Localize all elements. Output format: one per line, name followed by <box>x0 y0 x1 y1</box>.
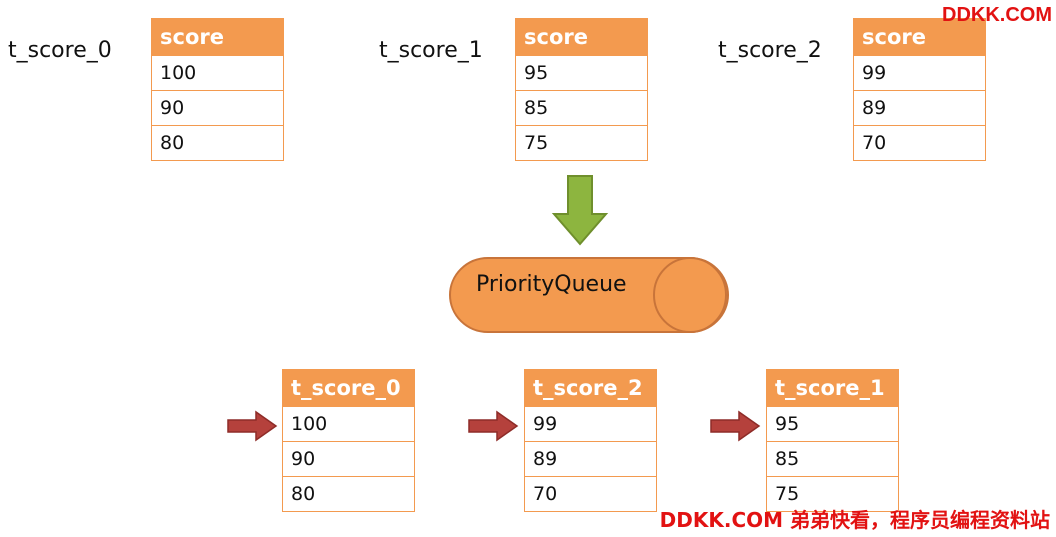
table-header: score <box>854 19 985 55</box>
table-row: 90 <box>152 90 283 125</box>
table-header: score <box>516 19 647 55</box>
source-label-t-score-1: t_score_1 <box>379 38 483 63</box>
table-row: 99 <box>525 406 656 441</box>
table-row: 95 <box>767 406 898 441</box>
table-row: 85 <box>516 90 647 125</box>
table-row: 70 <box>854 125 985 160</box>
priority-queue-cylinder <box>449 257 729 333</box>
table-header: score <box>152 19 283 55</box>
table-row: 85 <box>767 441 898 476</box>
source-table-t-score-1: score 95 85 75 <box>515 18 648 161</box>
table-row: 75 <box>767 476 898 511</box>
table-row: 89 <box>854 90 985 125</box>
watermark-bottom: DDKK.COM 弟弟快看，程序员编程资料站 <box>659 508 1050 532</box>
table-row: 99 <box>854 55 985 90</box>
source-table-t-score-2: score 99 89 70 <box>853 18 986 161</box>
table-row: 80 <box>283 476 414 511</box>
table-row: 95 <box>516 55 647 90</box>
down-arrow-icon <box>551 175 609 246</box>
source-label-t-score-2: t_score_2 <box>718 38 822 63</box>
table-header: t_score_2 <box>525 370 656 406</box>
pointer-arrow-icon <box>468 410 519 442</box>
table-row: 75 <box>516 125 647 160</box>
table-row: 70 <box>525 476 656 511</box>
result-table-t-score-0: t_score_0 100 90 80 <box>282 369 415 512</box>
result-table-t-score-1: t_score_1 95 85 75 <box>766 369 899 512</box>
table-row: 89 <box>525 441 656 476</box>
priority-queue-label: PriorityQueue <box>476 272 627 297</box>
table-row: 100 <box>152 55 283 90</box>
source-table-t-score-0: score 100 90 80 <box>151 18 284 161</box>
table-header: t_score_0 <box>283 370 414 406</box>
table-row: 80 <box>152 125 283 160</box>
table-row: 90 <box>283 441 414 476</box>
table-row: 100 <box>283 406 414 441</box>
table-header: t_score_1 <box>767 370 898 406</box>
pointer-arrow-icon <box>710 410 761 442</box>
source-label-t-score-0: t_score_0 <box>8 38 112 63</box>
result-table-t-score-2: t_score_2 99 89 70 <box>524 369 657 512</box>
watermark-top: DDKK.COM <box>942 4 1052 26</box>
pointer-arrow-icon <box>227 410 278 442</box>
